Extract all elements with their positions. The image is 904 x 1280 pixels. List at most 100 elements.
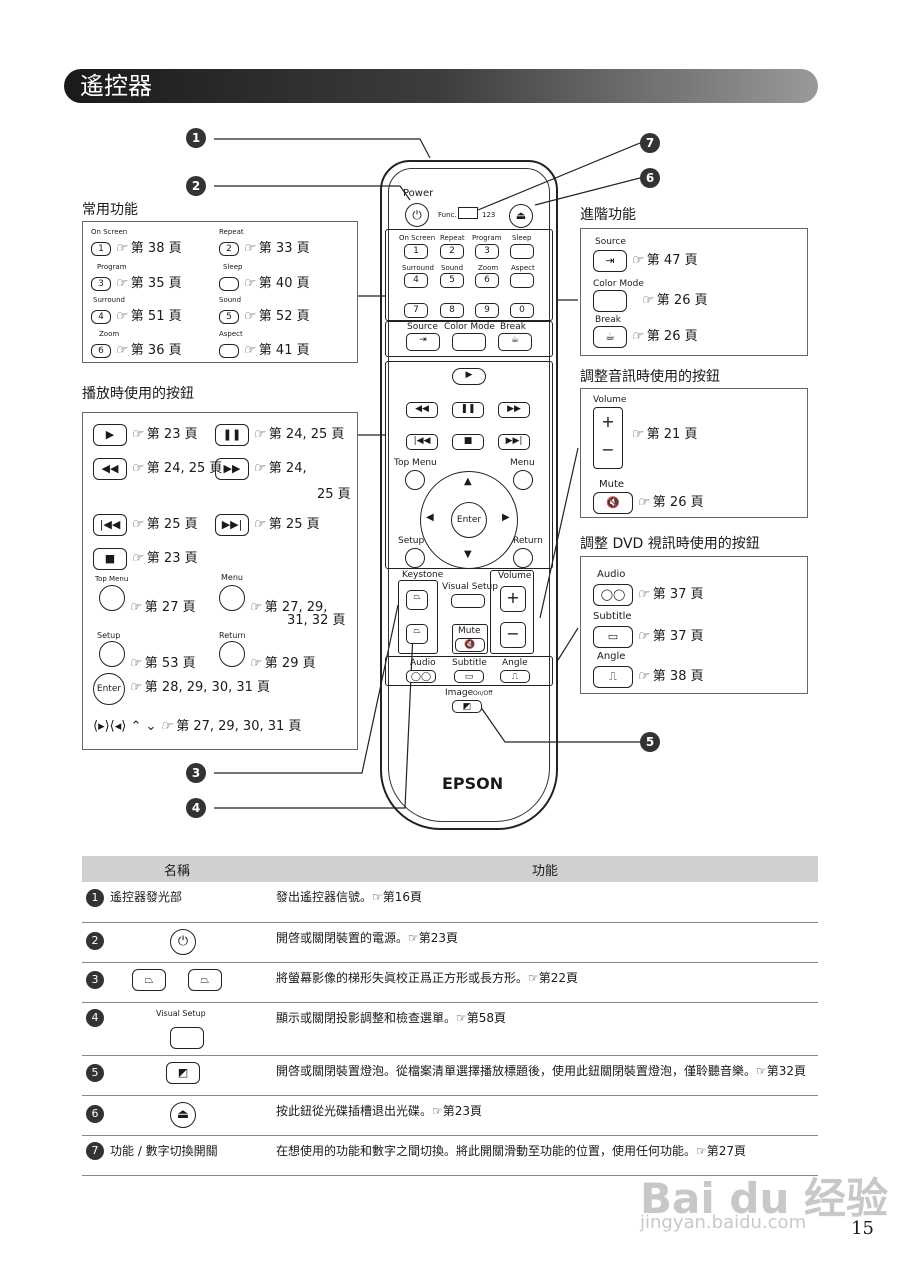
- label-colormode: Color Mode: [593, 279, 644, 289]
- remote-func-label: Func.: [438, 211, 457, 219]
- table-row: 6⏏ 按此鈕從光碟插槽退出光碟。☞第23頁: [82, 1095, 818, 1136]
- pause-icon: ❚❚: [215, 423, 249, 446]
- remote-image-button[interactable]: ◩: [452, 700, 482, 713]
- remote-label-image: Image: [445, 688, 474, 698]
- ref-mute: 🔇 ☞第 26 頁: [593, 491, 704, 514]
- page-title: 遙控器: [64, 69, 818, 103]
- table-header-name: 名稱: [82, 856, 272, 882]
- stop-icon: ■: [463, 436, 473, 446]
- label-volume: Volume: [593, 395, 627, 405]
- ref-zoom: 6 ☞第 36 頁: [91, 339, 182, 358]
- remote-key-6[interactable]: 6: [475, 273, 499, 288]
- cup-icon: ☕: [593, 325, 627, 348]
- remote-return-button[interactable]: [513, 548, 533, 568]
- remote-func-switch[interactable]: [458, 207, 478, 219]
- remote-source-group: [385, 321, 553, 357]
- ref-colormode: ☞第 26 頁: [593, 289, 708, 312]
- label-source: Source: [595, 237, 626, 247]
- remote-power-button[interactable]: ⏻: [405, 203, 429, 227]
- prev-icon: |◀◀: [413, 436, 431, 446]
- remote-angle-button[interactable]: ⎍: [500, 670, 530, 683]
- common-ref-box: On Screen 1 ☞第 38 頁 Repeat 2 ☞第 33 頁 Pro…: [82, 221, 358, 363]
- remote-label-surround: Surround: [402, 264, 434, 272]
- label-angle: Angle: [597, 651, 626, 662]
- remote-keystone-up-button[interactable]: ⏢: [406, 590, 428, 610]
- remote-audio-button[interactable]: ◯◯: [406, 670, 436, 683]
- remote-inner-outline: [388, 168, 550, 822]
- menu-round-icon: [219, 585, 245, 611]
- next-icon: ▶▶|: [215, 513, 249, 536]
- remote-label-sound: Sound: [441, 264, 464, 272]
- remote-label-aspect: Aspect: [511, 264, 535, 272]
- remote-visualsetup-button[interactable]: [451, 594, 485, 608]
- advanced-ref-box: Source ⇥ ☞第 47 頁 Color Mode ☞第 26 頁 Brea…: [580, 228, 808, 356]
- remote-down-arrow[interactable]: ▼: [464, 549, 472, 560]
- remote-body: [380, 160, 558, 830]
- ref-menu: ☞第 27, 29,: [219, 585, 327, 615]
- remote-up-arrow[interactable]: ▲: [464, 476, 472, 487]
- remote-key-3[interactable]: 3: [475, 244, 499, 259]
- remote-key-9[interactable]: 9: [475, 303, 499, 318]
- remote-key-0[interactable]: 0: [510, 303, 534, 318]
- ref-program: 3 ☞第 35 頁: [91, 272, 182, 291]
- subtitle-icon: ▭: [593, 625, 633, 648]
- ref-prev: |◀◀ ☞第 25 頁: [93, 513, 198, 536]
- section-playback: 播放時使用的按鈕: [82, 386, 194, 402]
- remote-left-arrow[interactable]: ◀: [426, 512, 434, 523]
- remote-subtitle-button[interactable]: ▭: [454, 670, 484, 683]
- source-icon: ⇥: [593, 249, 627, 272]
- remote-ff-button[interactable]: ▶▶: [498, 402, 530, 418]
- remote-stop-button[interactable]: ■: [452, 434, 484, 450]
- remote-key-5[interactable]: 5: [440, 273, 464, 288]
- remote-keystone-down-button[interactable]: ⏢: [406, 624, 428, 644]
- return-round-icon: [219, 641, 245, 667]
- remote-label-subtitle: Subtitle: [452, 658, 487, 668]
- volume-rocker-icon: +−: [593, 407, 623, 469]
- label-zoom: Zoom: [99, 330, 120, 338]
- remote-mute-button[interactable]: 🔇: [455, 638, 485, 652]
- power-icon: ⏻: [170, 928, 196, 955]
- remote-menu-button[interactable]: [513, 470, 533, 490]
- remote-volume-down-button[interactable]: −: [500, 622, 526, 648]
- remote-right-arrow[interactable]: ▶: [502, 512, 510, 523]
- remote-source-button[interactable]: ⇥: [406, 333, 440, 351]
- remote-pause-button[interactable]: ❚❚: [452, 402, 484, 418]
- ref-subtitle: ▭ ☞第 37 頁: [593, 625, 704, 648]
- fast-forward-icon: ▶▶: [215, 457, 249, 480]
- remote-key-4[interactable]: 4: [404, 273, 428, 288]
- remote-play-button[interactable]: ▶: [452, 368, 486, 385]
- remote-key-2[interactable]: 2: [440, 244, 464, 259]
- prev-icon: |◀◀: [93, 513, 127, 536]
- label-setup: Setup: [97, 631, 121, 640]
- remote-key-1[interactable]: 1: [404, 244, 428, 259]
- remote-key-aspect[interactable]: [510, 273, 534, 288]
- remote-next-button[interactable]: ▶▶|: [498, 434, 530, 450]
- callout-5: 5: [640, 732, 660, 752]
- stop-icon: ■: [93, 547, 127, 570]
- label-surround: Surround: [93, 296, 125, 304]
- callout-3: 3: [186, 763, 206, 783]
- section-audio: 調整音訊時使用的按鈕: [580, 369, 720, 385]
- remote-prev-button[interactable]: |◀◀: [406, 434, 438, 450]
- remote-colormode-button[interactable]: [452, 333, 486, 351]
- keystone-down-icon: ⏢: [187, 968, 222, 991]
- keystone-up-icon: ⏢: [413, 592, 421, 602]
- remote-key-sleep[interactable]: [510, 244, 534, 259]
- remote-key-8[interactable]: 8: [440, 303, 464, 318]
- ref-source: ⇥ ☞第 47 頁: [593, 249, 698, 272]
- remote-enter-button[interactable]: Enter: [451, 502, 487, 538]
- remote-key-7[interactable]: 7: [404, 303, 428, 318]
- ref-setup: ☞第 53 頁: [99, 641, 196, 671]
- remote-rew-button[interactable]: ◀◀: [406, 402, 438, 418]
- remote-break-button[interactable]: ☕: [498, 333, 532, 351]
- remote-label-onoff: On/Off: [473, 690, 493, 697]
- ref-play: ▶ ☞第 23 頁: [93, 423, 198, 446]
- remote-label-colormode: Color Mode: [444, 322, 495, 332]
- remote-topmenu-button[interactable]: [405, 470, 425, 490]
- remote-setup-button[interactable]: [405, 548, 425, 568]
- remote-volume-up-button[interactable]: +: [500, 586, 526, 612]
- remote-eject-button[interactable]: ⏏: [509, 204, 533, 228]
- ref-next: ▶▶| ☞第 25 頁: [215, 513, 320, 536]
